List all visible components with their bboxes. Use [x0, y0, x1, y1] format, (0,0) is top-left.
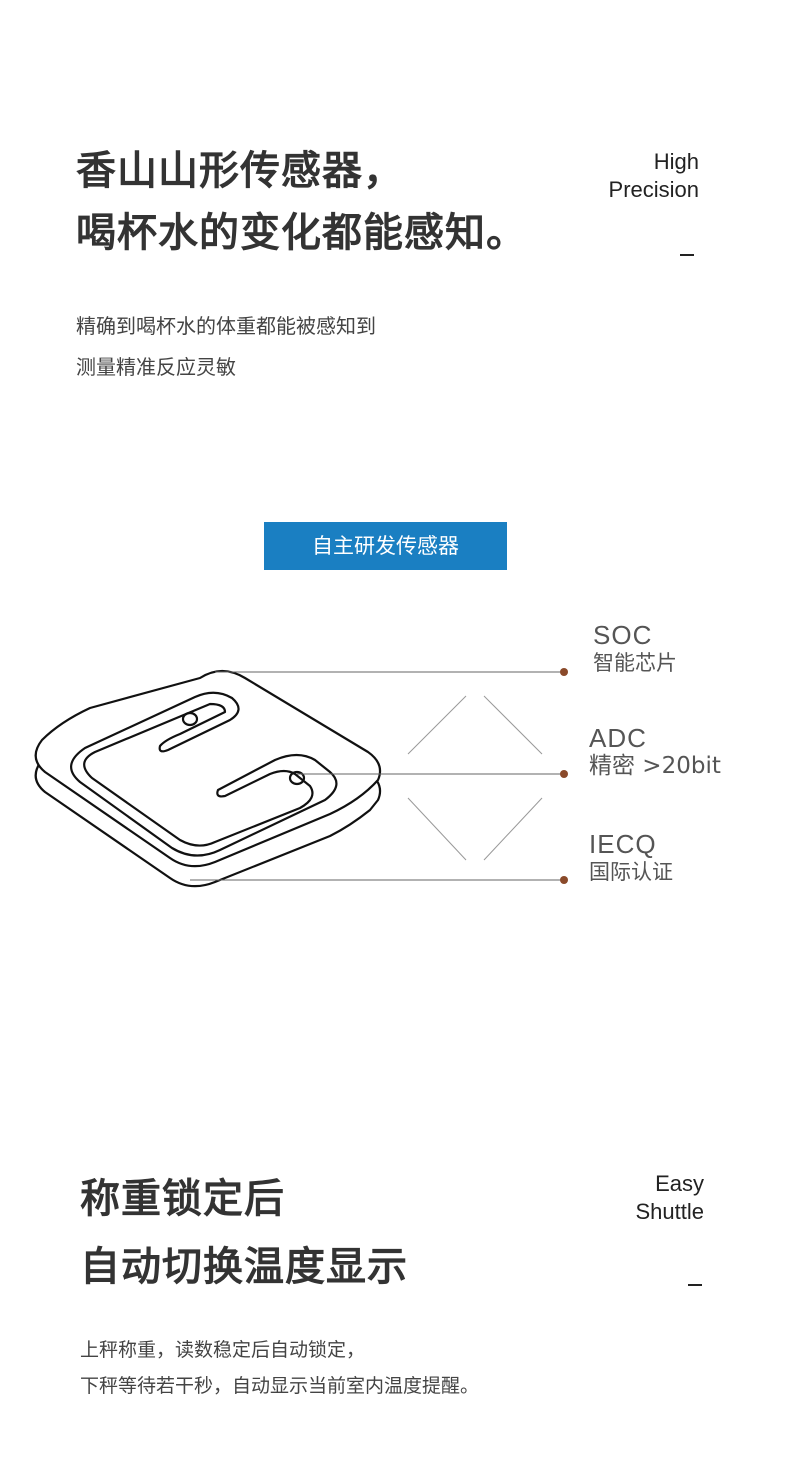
sensor-illustration — [34, 669, 382, 888]
section1-title: 香山山形传感器， 喝杯水的变化都能感知。 — [76, 140, 527, 264]
title-line: 香山山形传感器， — [76, 148, 404, 194]
en-line: Shuttle — [635, 1199, 705, 1224]
feature-adc: ADC 精密 >20bit — [589, 724, 721, 780]
feature-desc: 智能芯片 — [593, 651, 677, 675]
diamond-decoration — [407, 695, 543, 861]
en-line: High — [653, 149, 699, 174]
dash-divider — [688, 1284, 702, 1286]
feature-desc: 精密 >20bit — [589, 753, 721, 779]
desc-line: 下秤等待若干秒，自动显示当前室内温度提醒。 — [80, 1375, 480, 1397]
feature-name: IECQ — [589, 829, 657, 859]
title-line: 称重锁定后 — [80, 1176, 285, 1222]
sensor-badge: 自主研发传感器 — [264, 522, 507, 570]
en-line: Easy — [655, 1171, 704, 1196]
title-line: 自动切换温度显示 — [80, 1244, 408, 1290]
desc-line: 上秤称重，读数稳定后自动锁定， — [80, 1339, 366, 1361]
feature-iecq: IECQ 国际认证 — [589, 830, 673, 886]
iecq-dot — [560, 876, 568, 884]
section1-en-tag: High Precision — [560, 148, 699, 204]
leader-lines — [190, 671, 563, 881]
feature-desc: 国际认证 — [589, 860, 673, 884]
dash-divider — [680, 254, 694, 256]
section1-description: 精确到喝杯水的体重都能被感知到 测量精准反应灵敏 — [76, 306, 376, 388]
feature-soc: SOC 智能芯片 — [593, 621, 677, 677]
desc-line: 精确到喝杯水的体重都能被感知到 — [76, 314, 376, 338]
section2-title: 称重锁定后 自动切换温度显示 — [80, 1165, 408, 1301]
feature-name: ADC — [589, 723, 647, 753]
desc-line: 测量精准反应灵敏 — [76, 355, 236, 379]
en-line: Precision — [608, 177, 699, 202]
feature-name: SOC — [593, 620, 653, 650]
adc-dot — [560, 770, 568, 778]
sensor-diagram — [34, 668, 568, 888]
title-line: 喝杯水的变化都能感知。 — [76, 210, 527, 256]
section2-en-tag: Easy Shuttle — [560, 1170, 705, 1226]
soc-dot — [560, 668, 568, 676]
section2-description: 上秤称重，读数稳定后自动锁定， 下秤等待若干秒，自动显示当前室内温度提醒。 — [80, 1332, 479, 1404]
